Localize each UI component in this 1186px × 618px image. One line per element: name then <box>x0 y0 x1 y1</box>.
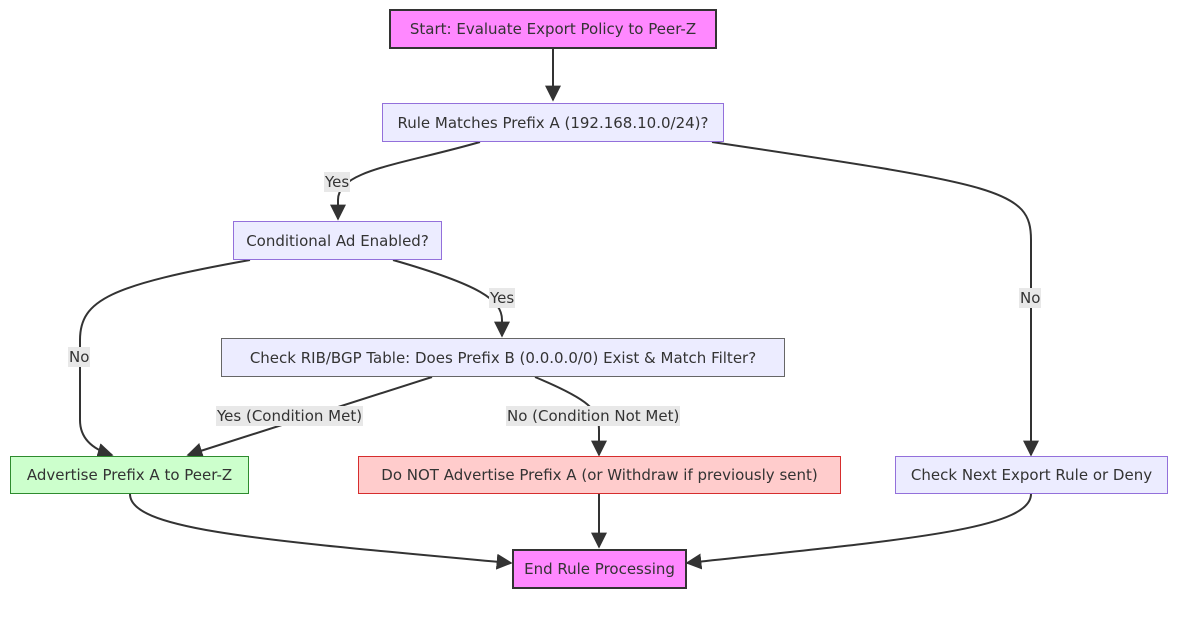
edge-cond-to-advertise <box>79 259 251 459</box>
conditional-ad-node: Conditional Ad Enabled? <box>233 221 442 260</box>
end-node: End Rule Processing <box>512 549 687 589</box>
edge-rule-to-next <box>711 141 1039 457</box>
edge-label-cond-yes: Yes <box>489 288 516 308</box>
advertise-node: Advertise Prefix A to Peer-Z <box>10 456 249 494</box>
edge-label-check-no: No (Condition Not Met) <box>506 406 681 426</box>
do-not-advertise-node: Do NOT Advertise Prefix A (or Withdraw i… <box>358 456 841 494</box>
edge-next-to-end <box>685 493 1032 570</box>
next-rule-node: Check Next Export Rule or Deny <box>895 456 1168 494</box>
edge-label-cond-no: No <box>68 347 91 367</box>
edge-label-rule-yes: Yes <box>324 172 351 192</box>
edge-rule-to-cond <box>330 141 481 221</box>
edge-advertise-to-end <box>129 493 513 570</box>
edge-label-rule-no: No <box>1019 288 1042 308</box>
check-rib-node: Check RIB/BGP Table: Does Prefix B (0.0.… <box>221 338 785 377</box>
edge-cond-to-check <box>392 259 510 338</box>
start-node: Start: Evaluate Export Policy to Peer-Z <box>389 9 717 49</box>
edge-label-check-yes: Yes (Condition Met) <box>216 406 364 426</box>
rule-match-node: Rule Matches Prefix A (192.168.10.0/24)? <box>382 103 724 142</box>
